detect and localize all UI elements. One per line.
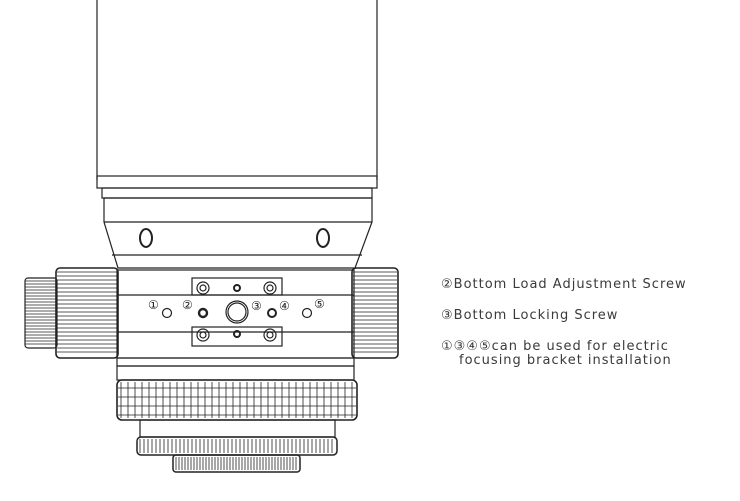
- legend-bracket-holes: ①③④⑤can be used for electric: [441, 339, 669, 354]
- right-knob: [351, 267, 399, 359]
- hole-label-2: ②: [182, 298, 193, 312]
- hole-label-1: ①: [148, 298, 159, 312]
- hole-label-3: ③: [251, 299, 262, 313]
- hole-label-5: ⑤: [314, 297, 325, 311]
- lower-rings: [116, 379, 358, 473]
- legend-load-adjustment-screw: ②Bottom Load Adjustment Screw: [441, 277, 687, 292]
- legend-locking-screw: ③Bottom Locking Screw: [441, 308, 619, 323]
- main-tube: [96, 0, 378, 269]
- knurling: [25, 271, 397, 470]
- legend-bracket-holes-continued: focusing bracket installation: [459, 353, 672, 368]
- left-knob: [24, 267, 119, 359]
- hole-label-4: ④: [279, 299, 290, 313]
- focus-block: [116, 269, 355, 381]
